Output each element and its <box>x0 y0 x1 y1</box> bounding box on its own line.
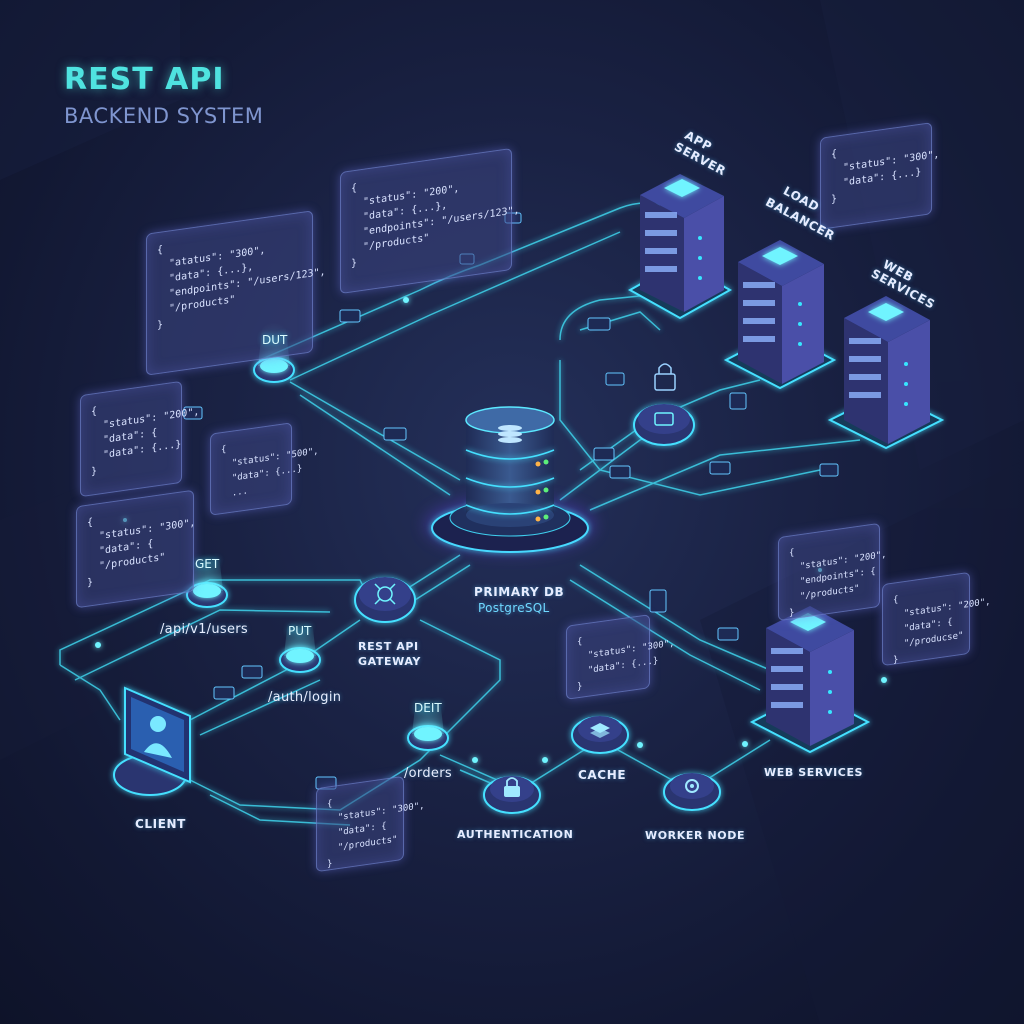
gateway-label-line1: REST API <box>358 640 419 653</box>
security-hub-icon <box>633 363 695 446</box>
authentication-label: AUTHENTICATION <box>457 828 574 841</box>
response-bubble: { "status": "300", "data": { "/products"… <box>76 489 195 609</box>
web-services-bottom-rack-icon <box>749 606 871 754</box>
client-monitor-icon <box>113 686 191 796</box>
endpoint-verb-put: PUT <box>288 624 312 638</box>
endpoint-verb-top: DUT <box>262 333 288 347</box>
web-services-bottom-label: WEB SERVICES <box>764 766 864 779</box>
gateway-label-line2: GATEWAY <box>358 655 421 668</box>
lock-icon <box>654 363 676 391</box>
page-title: REST API <box>64 62 225 97</box>
packet-tags <box>183 212 839 790</box>
primary-db-icon <box>425 406 595 553</box>
authentication-node-icon <box>483 776 541 814</box>
response-bubble: { "status": "300", "data": {...} } <box>566 614 675 700</box>
response-bubble: { "atatus": "300", "data": {...}, "endpo… <box>146 210 326 376</box>
endpoint-pads <box>186 312 449 751</box>
gateway-hub-icon <box>354 577 416 623</box>
worker-node-label: WORKER NODE <box>645 829 746 842</box>
response-bubble: { "status": "200", "data": { "/producse"… <box>882 571 991 667</box>
endpoint-verb-delete: DEIT <box>414 701 442 715</box>
endpoint-path-orders: /orders <box>404 766 452 781</box>
load-balancer-rack-icon <box>723 240 837 390</box>
response-bubble: { "status": "200", "endpoints": { "/prod… <box>778 522 887 622</box>
app-server-rack-icon <box>627 174 733 320</box>
cache-node-icon <box>571 716 629 754</box>
response-bubble: { "status": "200", "data": {...}, "endpo… <box>340 147 520 295</box>
response-bubble: { "status": "300", "data": {...} } <box>820 122 939 230</box>
endpoint-path-login: /auth/login <box>268 690 342 705</box>
endpoint-path-users: /api/v1/users <box>160 622 248 637</box>
web-services-rack-icon <box>827 296 945 450</box>
endpoint-verb-get: GET <box>195 557 220 571</box>
response-bubble: { "status": "500", "data": {...} ... <box>210 422 319 516</box>
page-subtitle: BACKEND SYSTEM <box>64 104 264 128</box>
primary-db-sublabel: PostgreSQL <box>478 601 550 615</box>
response-bubble: { "status": "200", "data": { "data": {..… <box>80 380 199 498</box>
primary-db-label: PRIMARY DB <box>474 585 565 599</box>
worker-node-icon <box>663 773 721 811</box>
cache-label: CACHE <box>578 768 627 782</box>
response-bubble: { "status": "300", "data": { "/products"… <box>316 775 425 873</box>
client-label: CLIENT <box>135 817 186 831</box>
